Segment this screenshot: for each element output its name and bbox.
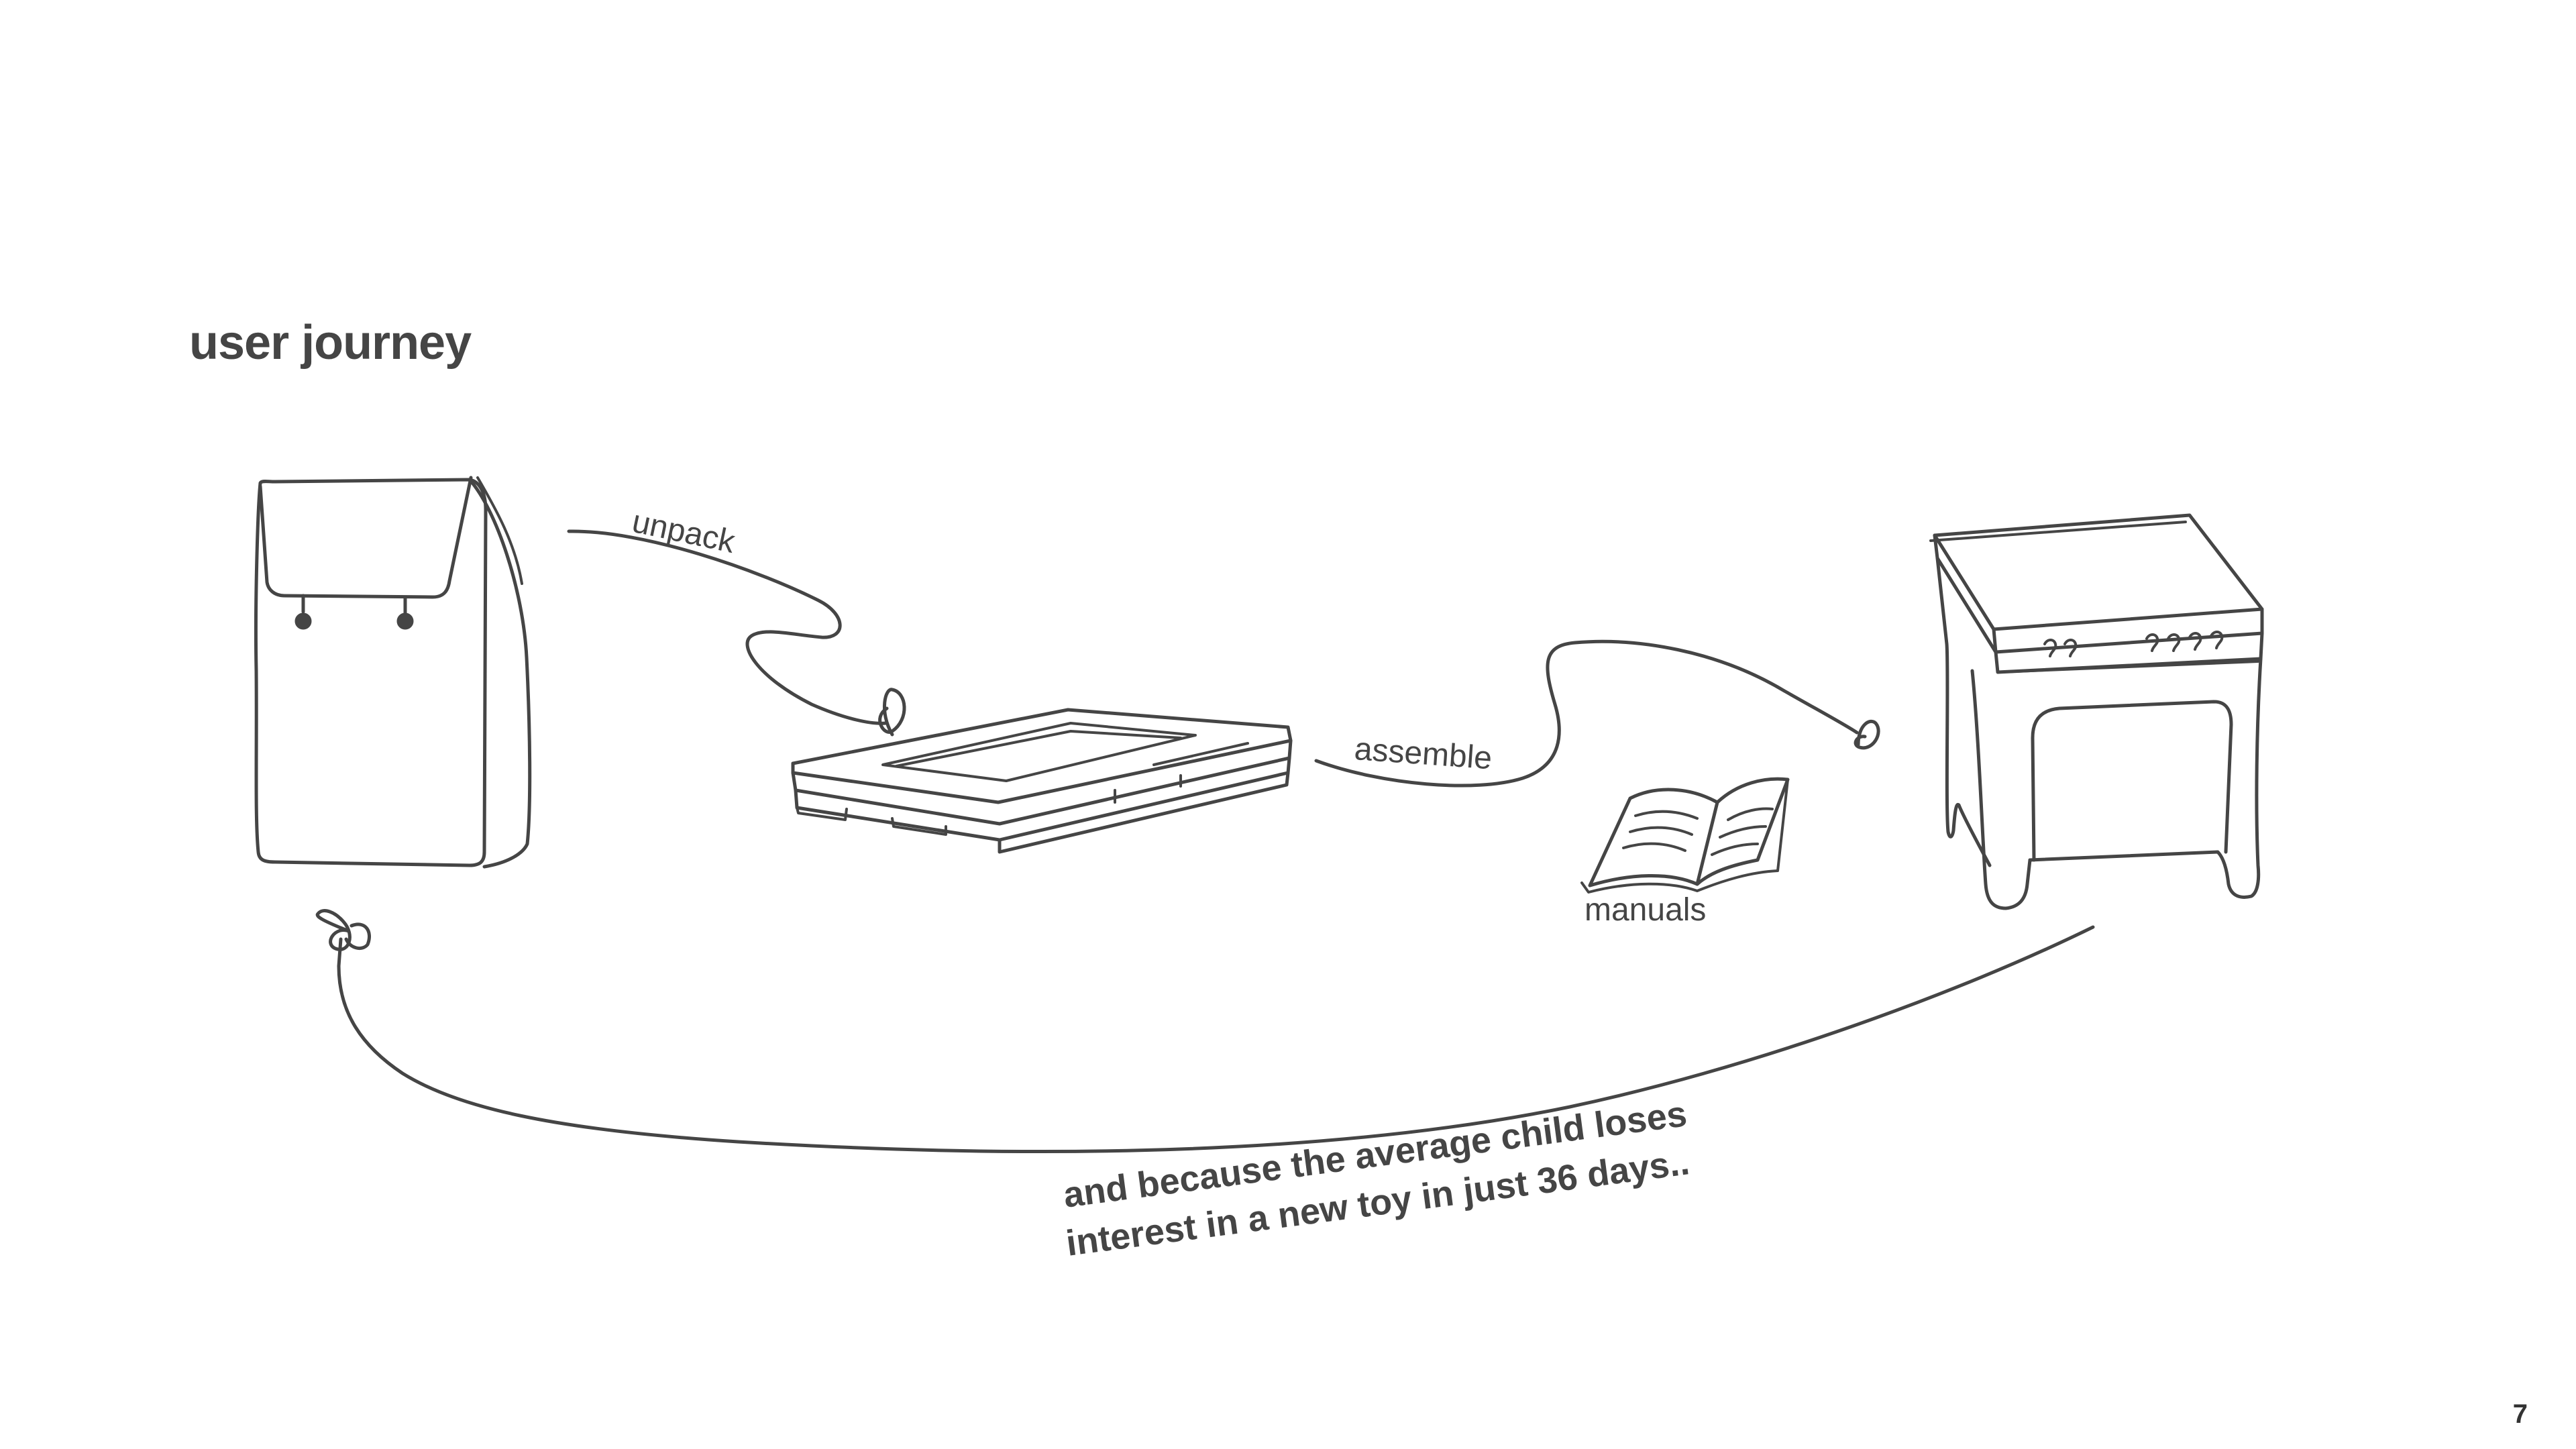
assemble-connector [1314,639,1880,788]
page-number: 7 [2512,1399,2528,1429]
open-book-icon [1580,777,1790,894]
play-table-icon [1929,513,2264,910]
assemble-label: assemble [1353,731,1493,776]
flat-pack-box-icon [791,708,1293,854]
return-loop-connector [315,909,2095,1154]
unpack-label: unpack [629,504,739,560]
backpack-icon [254,476,532,869]
page-title: user journey [189,316,472,370]
manuals-label: manuals [1585,892,1706,928]
unpack-connector [567,529,906,737]
